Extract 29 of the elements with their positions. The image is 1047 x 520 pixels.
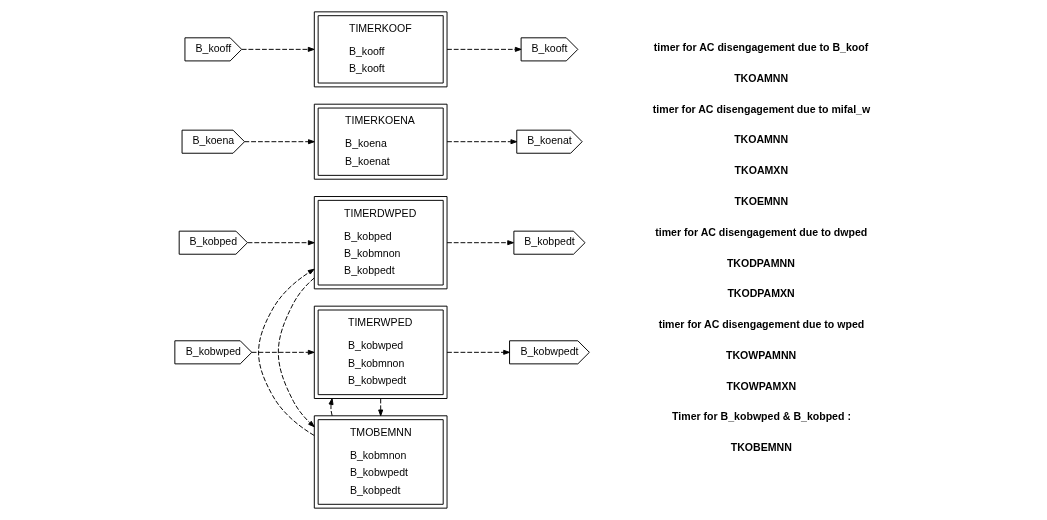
label: TKODPAMXN [727, 287, 795, 300]
node-box: TMOBEMNN B_kobmnon B_kobwpedt B_kobpedt [313, 415, 448, 509]
label: timer for AC disengagement due to mifal_w [652, 102, 871, 115]
arrow [446, 46, 522, 52]
label: TKOWPAMXN [726, 379, 797, 392]
label: TKOAMNN [734, 133, 789, 146]
label: timer for AC disengagement due to dwped [655, 225, 868, 238]
arrow [446, 139, 518, 145]
node-box: TIMERKOOF B_kooff B_kooft [313, 11, 448, 88]
arrow [241, 46, 315, 52]
arrow [446, 240, 514, 246]
label: TKOAMXN [734, 164, 789, 177]
arrow [277, 277, 315, 428]
label: TKOAMNN [734, 71, 789, 84]
label: Timer for B_kobwped & B_kobped : [672, 410, 851, 423]
label: TKOEMNN [734, 194, 789, 207]
label: TKOBEMNN [730, 441, 792, 454]
node-box: TIMERKOENA B_koena B_koenat [313, 103, 448, 180]
label: timer for AC disengagement due to wped [658, 318, 865, 331]
arrow [247, 240, 315, 246]
label: TKOWPAMNN [725, 348, 797, 361]
arrow [244, 139, 315, 145]
arrow [251, 349, 315, 355]
arrow [328, 398, 334, 417]
arrow [378, 398, 384, 417]
arrow [258, 268, 315, 436]
label: TKODPAMNN [726, 256, 795, 269]
label: timer for AC disengagement due to B_koof [653, 41, 869, 54]
arrow [446, 349, 510, 355]
